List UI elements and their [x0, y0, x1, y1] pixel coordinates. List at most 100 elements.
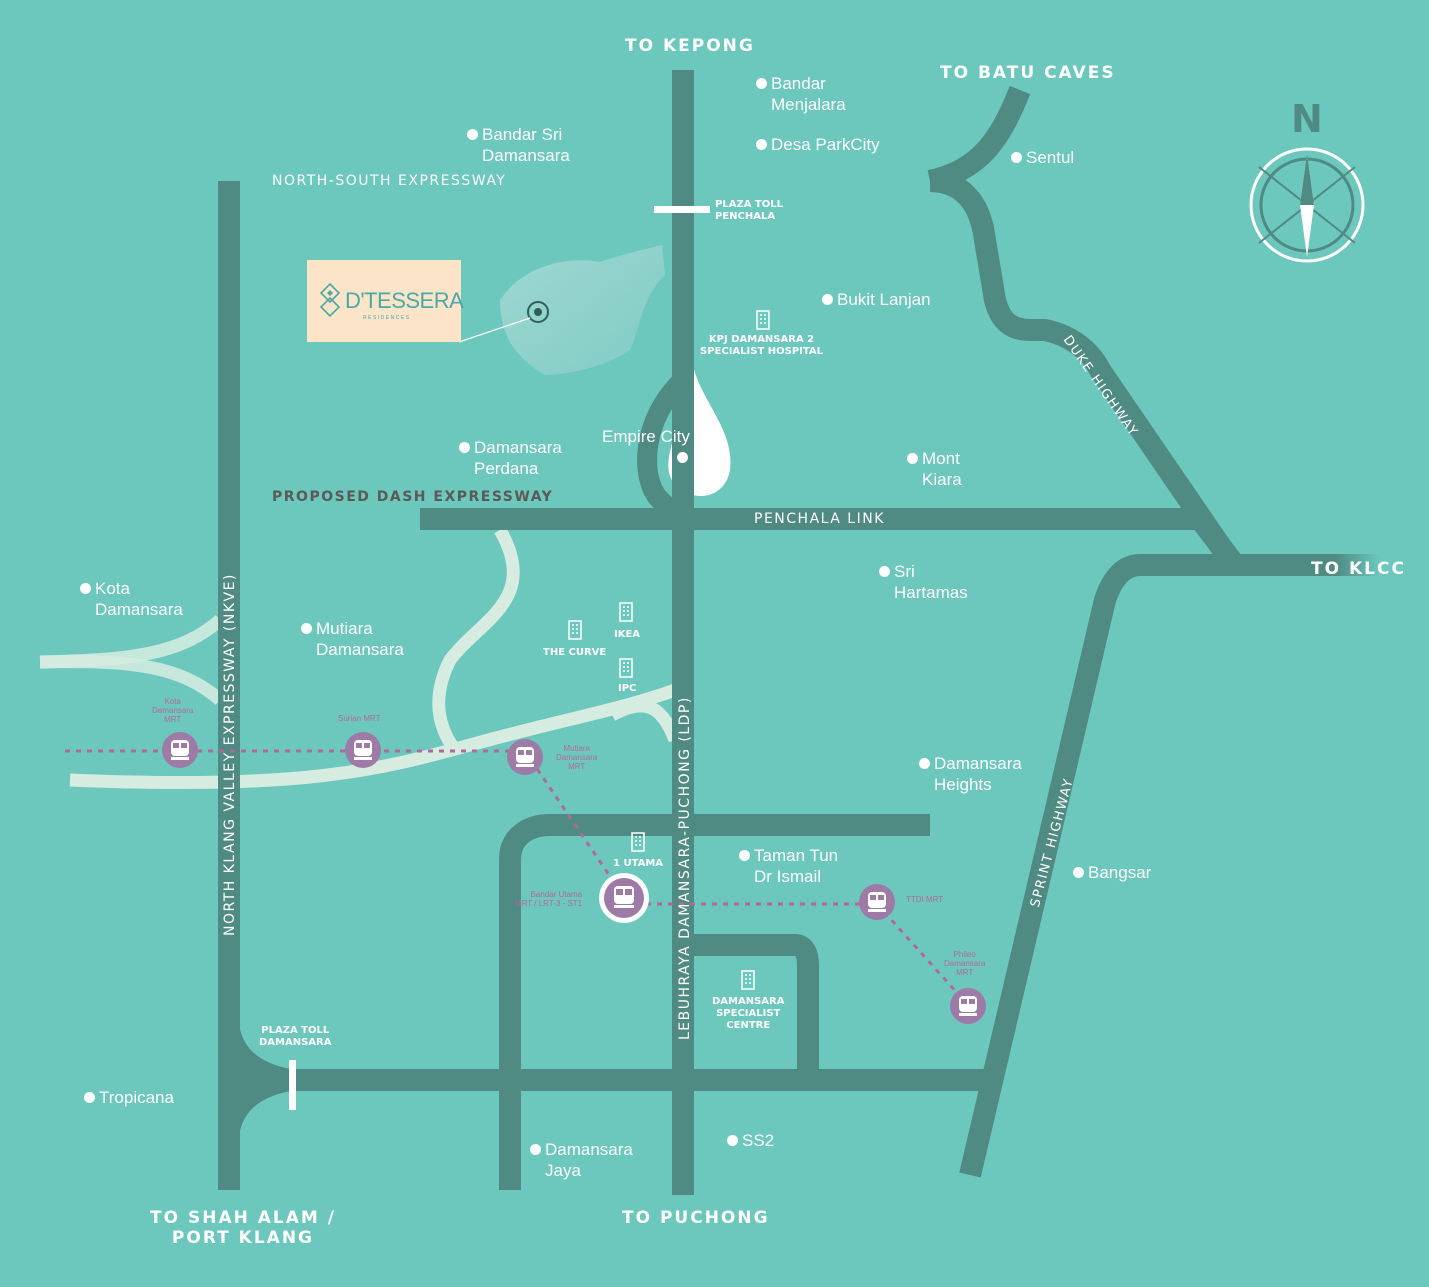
- minor-road-kota-link-2: [39, 655, 225, 705]
- location-dot: [919, 758, 930, 769]
- train-icon: [859, 884, 895, 920]
- batu-caves-road: [927, 85, 1031, 192]
- landmark-one-utama: 1 UTAMA: [613, 858, 664, 869]
- nkve-ramp-2: [218, 1069, 293, 1133]
- mrt-label-mutiara-damansara: Mutiara Damansara MRT: [556, 744, 598, 771]
- building-icon: [619, 658, 633, 678]
- building-icon: [631, 832, 645, 852]
- location-dot: [739, 850, 750, 861]
- landmark-plaza-toll-penchala: PLAZA TOLL PENCHALA: [715, 199, 783, 222]
- place-mont-kiara: Mont Kiara: [907, 448, 962, 490]
- mrt-station-mutiara-damansara: [506, 738, 544, 781]
- logo-mark-icon: [319, 282, 341, 318]
- toll-bar-damansara: [289, 1060, 296, 1110]
- location-dot: [1011, 152, 1022, 163]
- location-dot: [677, 452, 688, 463]
- mrt-label-kota-damansara: Kota Damansara MRT: [152, 697, 194, 724]
- empire-loop: [637, 372, 701, 529]
- landmark-ipc: IPC: [618, 683, 637, 694]
- main-roads: [65, 70, 1380, 1195]
- mrt-station-bandar-utama: [598, 872, 650, 929]
- project-name: D'TESSERA: [345, 288, 464, 313]
- mrt-station-kota-damansara: [161, 731, 199, 774]
- location-dot: [84, 1092, 95, 1103]
- road-label-ldp: LEBUHRAYA DAMANSARA-PUCHONG (LDP): [677, 696, 693, 1040]
- project-land: [500, 245, 665, 375]
- road-label-nkve: NORTH KLANG VALLEY EXPRESSWAY (NKVE): [222, 573, 238, 936]
- compass-icon: [1249, 147, 1365, 263]
- project-logo: D'TESSERA RESIDENCES: [307, 260, 464, 342]
- place-mutiara-damansara: Mutiara Damansara: [301, 618, 404, 660]
- landmark-the-curve: THE CURVE: [543, 647, 607, 658]
- mrt-label-surian: Surian MRT: [338, 714, 381, 723]
- building-icon: [619, 602, 633, 622]
- place-tropicana: Tropicana: [84, 1087, 174, 1108]
- minor-road-ramp-ldp: [608, 699, 682, 743]
- place-bandar-sri-damansara: Bandar Sri Damansara: [467, 124, 570, 166]
- location-dot: [459, 442, 470, 453]
- mrt-line: [65, 749, 970, 1007]
- destination-klcc: TO KLCC: [1311, 559, 1406, 579]
- nse-east-curve: [929, 170, 1240, 567]
- road-label-nse: NORTH-SOUTH EXPRESSWAY: [272, 173, 507, 189]
- place-sentul: Sentul: [1011, 147, 1074, 168]
- place-bandar-menjalara: Bandar Menjalara: [756, 73, 846, 115]
- location-dot: [530, 1144, 541, 1155]
- leader-line: [458, 317, 531, 343]
- place-kota-damansara: Kota Damansara: [80, 578, 183, 620]
- landmark-ikea: IKEA: [614, 629, 641, 640]
- destination-shah-alam: TO SHAH ALAM / PORT KLANG: [150, 1208, 336, 1248]
- place-desa-parkcity: Desa ParkCity: [756, 134, 880, 155]
- place-damansara-jaya: Damansara Jaya: [530, 1139, 633, 1181]
- project-subtitle: RESIDENCES: [363, 315, 411, 321]
- road-label-penchala-link: PENCHALA LINK: [754, 511, 885, 527]
- location-dot: [879, 566, 890, 577]
- place-bangsar: Bangsar: [1073, 862, 1151, 883]
- mrt-station-surian: [344, 731, 382, 774]
- location-dot: [907, 453, 918, 464]
- landmark-dsc: DAMANSARA SPECIALIST CENTRE: [712, 996, 785, 1031]
- train-icon: [599, 873, 649, 923]
- place-damansara-perdana: Damansara Perdana: [459, 437, 562, 479]
- sprint-highway: [959, 554, 1235, 1178]
- building-icon: [756, 310, 770, 330]
- location-dot: [756, 78, 767, 89]
- landmark-plaza-toll-damansara: PLAZA TOLL DAMANSARA: [259, 1025, 332, 1048]
- destination-puchong: TO PUCHONG: [622, 1208, 770, 1228]
- location-dot: [727, 1135, 738, 1146]
- place-sri-hartamas: Sri Hartamas: [879, 561, 968, 603]
- destination-batu-caves: TO BATU CAVES: [940, 63, 1116, 83]
- location-pin-icon: [527, 301, 549, 323]
- road-label-dash: PROPOSED DASH EXPRESSWAY: [272, 489, 554, 505]
- place-taman-tun: Taman Tun Dr Ismail: [739, 845, 838, 887]
- train-icon: [507, 739, 543, 775]
- location-dot: [467, 129, 478, 140]
- location-dot: [756, 139, 767, 150]
- train-icon: [950, 988, 986, 1024]
- place-ss2: SS2: [727, 1130, 774, 1151]
- compass-north-label: N: [1291, 97, 1323, 141]
- place-bukit-lanjan: Bukit Lanjan: [822, 289, 931, 310]
- landmark-kpj: KPJ DAMANSARA 2 SPECIALIST HOSPITAL: [700, 334, 824, 357]
- train-icon: [345, 732, 381, 768]
- location-dot: [822, 294, 833, 305]
- building-icon: [741, 970, 755, 990]
- mrt-label-bandar-utama: Bandar Utama MRT / LRT-3 - ST1: [515, 890, 583, 908]
- location-dot: [1073, 867, 1084, 878]
- place-empire-city: Empire City: [602, 427, 690, 446]
- toll-bar-penchala: [654, 206, 710, 213]
- building-icon: [568, 620, 582, 640]
- mrt-station-phileo: [949, 987, 987, 1030]
- mrt-label-ttdi: TTDI MRT: [906, 895, 944, 904]
- location-dot: [301, 623, 312, 634]
- train-icon: [162, 732, 198, 768]
- mrt-label-phileo: Phileo Damansara MRT: [944, 950, 986, 977]
- mrt-station-ttdi: [858, 883, 896, 926]
- minor-road-curve-north: [432, 526, 520, 754]
- ttdi-loop: [499, 814, 930, 1190]
- destination-kepong: TO KEPONG: [625, 36, 755, 56]
- location-dot: [80, 583, 91, 594]
- place-damansara-heights: Damansara Heights: [919, 753, 1022, 795]
